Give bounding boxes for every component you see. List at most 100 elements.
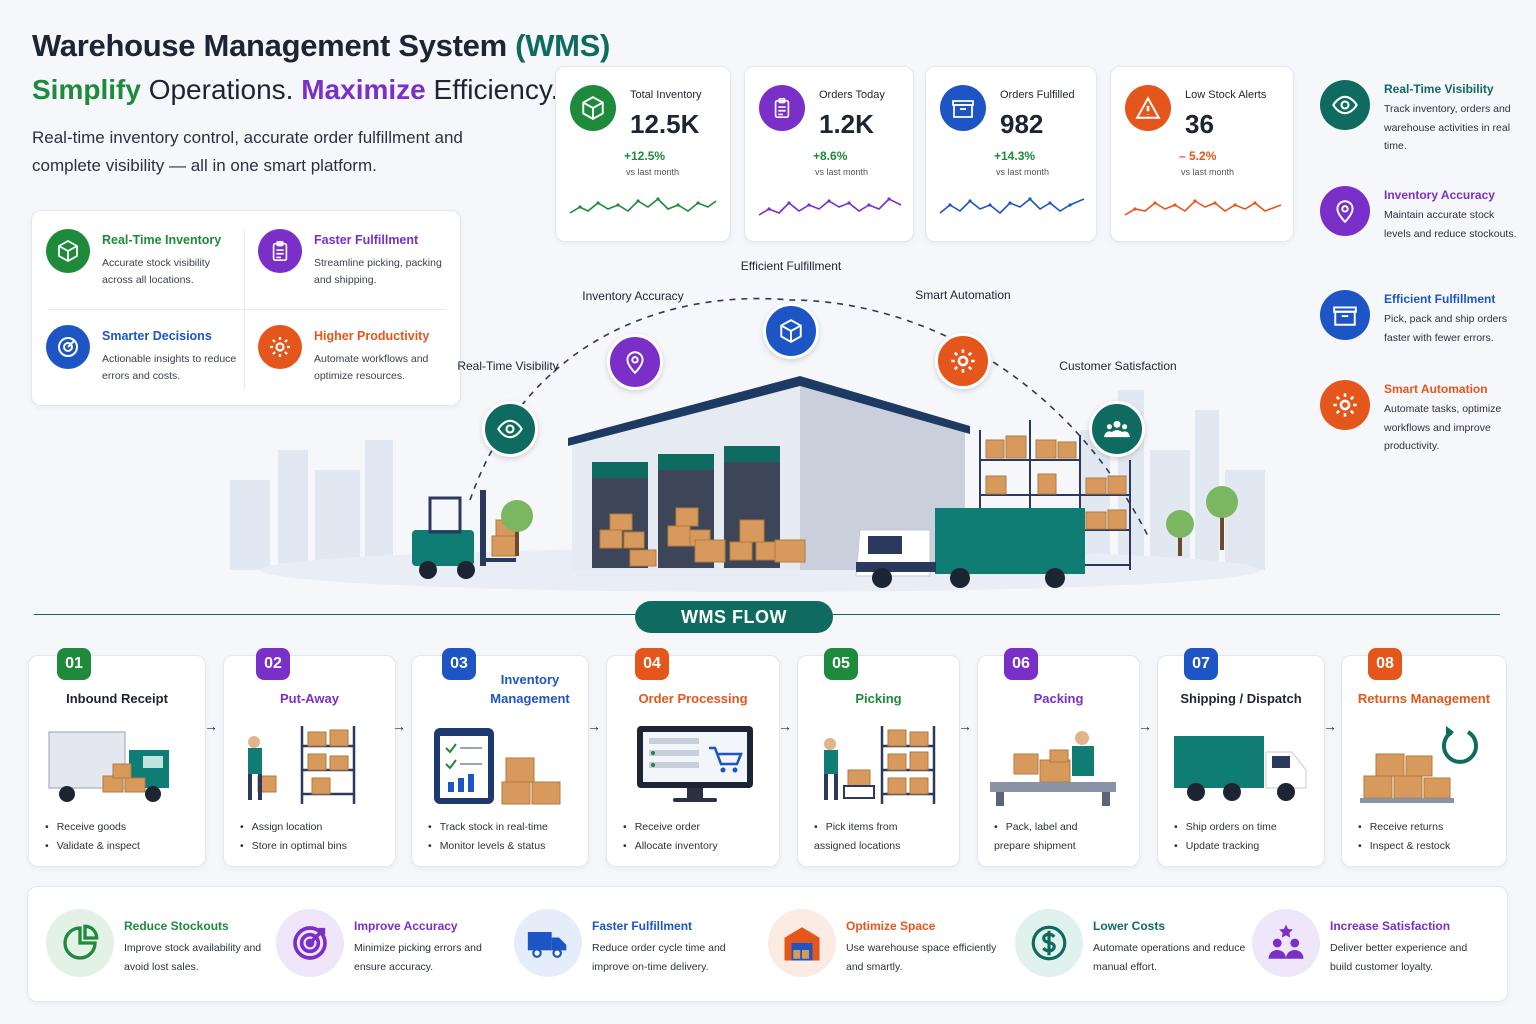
benefit-desc: Minimize picking errors and ensure accur… — [354, 942, 482, 973]
put-away-illustration — [248, 726, 356, 804]
step-bullet: Update tracking — [1174, 837, 1277, 856]
sidebar-title: Real-Time Visibility — [1384, 82, 1494, 96]
benefit-improve-accuracy: Improve Accuracy Minimize picking errors… — [276, 909, 506, 981]
step-bullets: Pick items from assigned locations — [814, 818, 934, 855]
truck-icon — [514, 909, 582, 977]
benefit-reduce-stockouts: Reduce Stockouts Improve stock availabil… — [46, 909, 276, 981]
step-bullets: Assign locationStore in optimal bins — [240, 818, 347, 855]
step-bullet: Receive order — [623, 818, 718, 837]
flow-step-inventory-management: 03 Inventory Management Track stock in r… — [411, 648, 589, 867]
benefit-desc: Use warehouse space efficiently and smar… — [846, 942, 997, 973]
gear-icon — [258, 325, 302, 369]
divider — [48, 309, 446, 310]
kpi-subtext: vs last month — [1181, 167, 1235, 177]
benefit-title: Lower Costs — [1093, 919, 1166, 933]
flow-title: WMS FLOW — [635, 601, 833, 633]
monitor-illustration — [637, 726, 753, 802]
step-title: Inventory Management — [490, 672, 570, 706]
box-icon — [763, 303, 819, 359]
step-bullets: Receive orderAllocate inventory — [623, 818, 718, 855]
picking-illustration — [824, 726, 936, 804]
warehouse-illustration — [230, 297, 1265, 592]
page-title: Warehouse Management System (WMS) — [32, 28, 610, 64]
step-bullet: Assign location — [240, 818, 347, 837]
alert-icon — [1125, 85, 1171, 131]
benefit-lower-costs: Lower Costs Automate operations and redu… — [1015, 909, 1245, 981]
kpi-label: Low Stock Alerts — [1185, 89, 1267, 101]
sparkline — [1124, 199, 1282, 216]
step-bullets: Pack, label and prepare shipment — [994, 818, 1114, 855]
kpi-change: +8.6% — [813, 149, 848, 163]
kpi-change: – 5.2% — [1179, 149, 1217, 163]
flow-step-returns-management: 08 Returns Management Receive returnsIns… — [1341, 648, 1507, 867]
benefit-title: Increase Satisfaction — [1330, 919, 1451, 933]
box-icon — [1320, 290, 1370, 340]
truck-illustration — [1174, 736, 1307, 801]
step-title: Picking — [855, 691, 902, 706]
forklift — [412, 490, 517, 579]
step-bullet: Validate & inspect — [45, 837, 140, 856]
sidebar-desc: Track inventory, orders and warehouse ac… — [1384, 103, 1511, 152]
title-accent: (WMS) — [515, 28, 611, 63]
sidebar-desc: Pick, pack and ship orders faster with f… — [1384, 313, 1508, 344]
feature-title: Smarter Decisions — [102, 329, 212, 343]
eye-icon — [1320, 80, 1370, 130]
arrow-icon: → — [587, 718, 601, 734]
step-bullets: Ship orders on timeUpdate tracking — [1174, 818, 1277, 855]
step-bullet: Inspect & restock — [1358, 837, 1451, 856]
sidebar-smart-automation: Smart Automation Automate tasks, optimiz… — [1320, 380, 1525, 470]
truck-illustration — [48, 731, 169, 802]
feature-faster-fulfillment: Faster Fulfillment Streamline picking, p… — [244, 211, 449, 291]
step-bullet: Monitor levels & status — [428, 837, 548, 856]
sidebar-inventory-accuracy: Inventory Accuracy Maintain accurate sto… — [1320, 186, 1525, 276]
step-title: Order Processing — [638, 691, 748, 706]
hub-label: Real-Time Visibility — [457, 359, 559, 373]
feature-higher-productivity: Higher Productivity Automate workflows a… — [244, 307, 449, 387]
step-number: 03 — [442, 648, 476, 680]
clipboard-icon — [759, 85, 805, 131]
kpi-value: 12.5K — [630, 109, 700, 139]
step-title: Put-Away — [280, 691, 339, 706]
step-bullet: Store in optimal bins — [240, 837, 347, 856]
step-number: 07 — [1184, 648, 1218, 680]
kpi-orders-fulfilled: Orders Fulfilled 982 +14.3% vs last mont… — [925, 66, 1097, 242]
benefit-title: Optimize Space — [846, 919, 936, 933]
feature-desc: Accurate stock visibility across all loc… — [102, 257, 210, 286]
benefit-title: Reduce Stockouts — [124, 919, 229, 933]
flow-step-packing: 06 Packing Pack, label and prepare shipm… — [977, 648, 1140, 867]
kpi-label: Orders Fulfilled — [1000, 89, 1075, 101]
step-number: 05 — [824, 648, 858, 680]
step-title: Shipping / Dispatch — [1180, 691, 1302, 706]
kpi-subtext: vs last month — [815, 167, 869, 177]
arrow-icon: → — [778, 718, 792, 734]
tagline: Simplify Operations. Maximize Efficiency… — [32, 74, 559, 106]
returns-illustration — [1360, 726, 1478, 803]
sparkline — [758, 197, 902, 216]
sidebar-desc: Maintain accurate stock levels and reduc… — [1384, 209, 1517, 240]
step-bullet: Allocate inventory — [623, 837, 718, 856]
location-pin-icon — [607, 334, 663, 390]
warehouse-icon — [768, 909, 836, 977]
tagline-word: Operations. — [148, 74, 294, 105]
benefit-desc: Improve stock availability and avoid los… — [124, 942, 262, 973]
step-title: Packing — [1033, 691, 1084, 706]
sidebar-real-time-visibility: Real-Time Visibility Track inventory, or… — [1320, 80, 1525, 170]
step-title: Returns Management — [1357, 691, 1491, 706]
title-text: Warehouse Management System — [32, 28, 507, 63]
gear-icon — [935, 333, 991, 389]
sidebar-desc: Automate tasks, optimize workflows and i… — [1384, 403, 1502, 452]
eye-icon — [482, 401, 538, 457]
box-icon — [940, 85, 986, 131]
flow-step-picking: 05 Picking Pick items from assigned loca… — [797, 648, 960, 867]
intro-text: Real-time inventory control, accurate or… — [32, 128, 463, 175]
flow-step-shipping-dispatch: 07 Shipping / Dispatch Ship orders on ti… — [1157, 648, 1325, 867]
truck — [855, 508, 1085, 588]
benefits-bar: Reduce Stockouts Improve stock availabil… — [27, 886, 1508, 1002]
kpi-subtext: vs last month — [626, 167, 680, 177]
kpi-change: +12.5% — [624, 149, 666, 163]
sparkline — [939, 197, 1085, 215]
sidebar-efficient-fulfillment: Efficient Fulfillment Pick, pack and shi… — [1320, 290, 1525, 370]
arrow-icon: → — [1138, 718, 1152, 734]
kpi-change: +14.3% — [994, 149, 1036, 163]
step-number: 02 — [256, 648, 290, 680]
